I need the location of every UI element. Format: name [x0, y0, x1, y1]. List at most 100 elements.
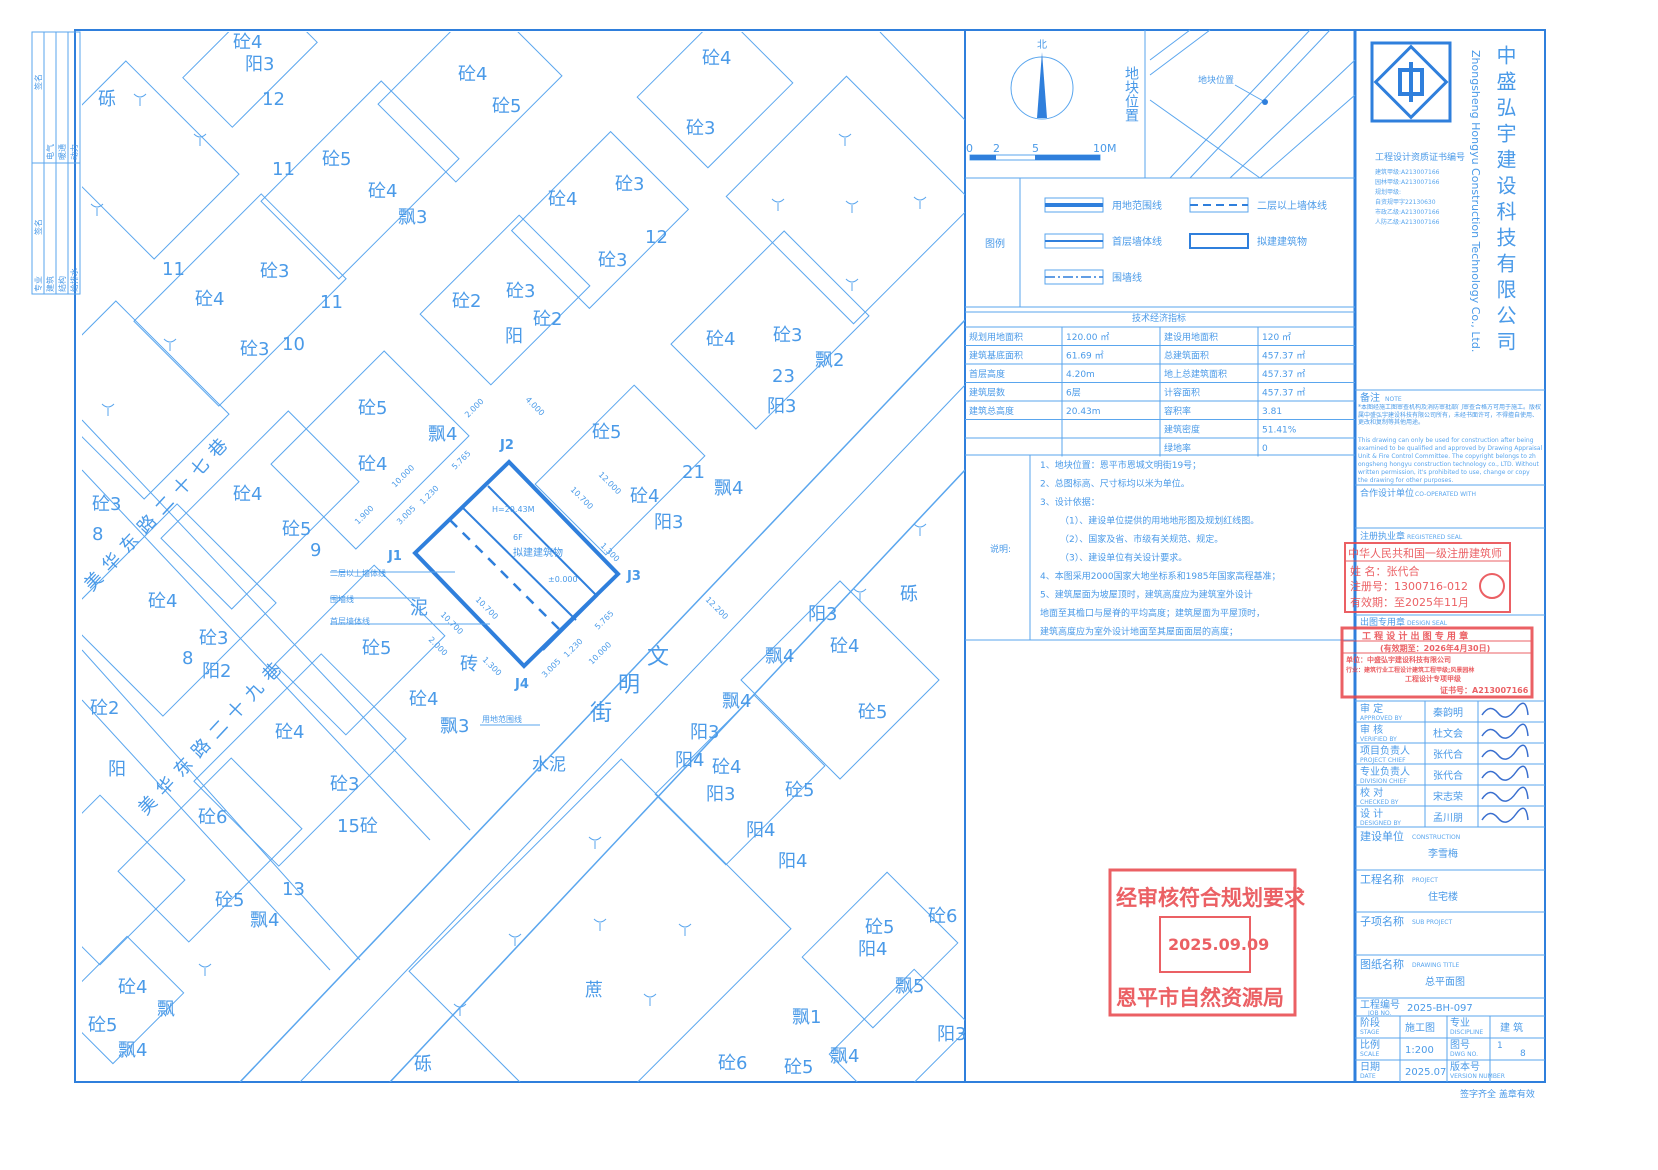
building-height: H=20.43M	[492, 505, 535, 514]
text-label: 建筑	[45, 276, 55, 292]
map-feature-label: 砼4	[148, 591, 177, 612]
map-feature-label: 砼5	[88, 1015, 117, 1036]
signature-icon	[1481, 744, 1529, 760]
existing-building-outline	[82, 60, 240, 260]
map-feature-label: 阳3	[654, 512, 683, 533]
text-label: 拟建建筑物	[1257, 235, 1307, 248]
note-line: 建筑高度应为室外设计地面至其屋面面层的高度；	[1040, 626, 1238, 638]
tree-icon	[913, 523, 927, 536]
signature-icon	[1481, 723, 1529, 739]
map-feature-label: 11	[162, 259, 185, 280]
drawing-value: 总平面图	[1425, 975, 1465, 988]
signature-icon	[1481, 807, 1529, 823]
tech-value: 457.37 ㎡	[1262, 388, 1305, 399]
dimension-label: 2.000	[463, 397, 486, 420]
map-feature-label: 飘4	[765, 646, 794, 667]
map-feature-label: 砼4	[233, 32, 262, 53]
tech-label: 规划用地面积	[969, 331, 1023, 343]
dimension-label: 1.900	[353, 504, 376, 527]
tree-icon	[853, 588, 867, 601]
text-label: 签名	[33, 74, 43, 90]
map-feature-label: 阳3	[245, 54, 274, 75]
approval-stamp: 经审核符合规划要求 2025.09.09 恩平市自然资源局	[1108, 868, 1305, 1017]
ver-label-en: VERSION NUMBER	[1450, 1073, 1505, 1080]
tech-value: 51.41%	[1262, 426, 1297, 436]
map-feature-label: 砼3	[615, 174, 644, 195]
tree-icon	[588, 836, 602, 849]
disc-label: 专业	[1450, 1016, 1470, 1029]
tech-value: 3.81	[1262, 407, 1282, 417]
text-label: 明	[618, 673, 640, 698]
design-seal: 工 程 设 计 出 图 专 用 章 (有效期至：2026年4月30日) 单位：中…	[1340, 626, 1534, 699]
text-label: 签名	[33, 219, 43, 235]
tree-icon	[845, 200, 859, 213]
map-feature-label: 砼5	[282, 519, 311, 540]
map-feature-label: 12	[262, 89, 285, 110]
legend-callout-site-boundary: 用地范围线	[482, 714, 522, 724]
map-feature-label: 砼4	[409, 689, 438, 710]
signoff-name: 张代合	[1433, 769, 1463, 782]
drawing-label-en: DRAWING TITLE	[1412, 962, 1460, 969]
map-feature-label: 砼5	[858, 702, 887, 723]
map-feature-label: 8	[92, 524, 103, 545]
signature-icon	[1481, 765, 1529, 781]
tech-label: 总建筑面积	[1164, 350, 1209, 362]
map-feature-label: 阳3	[808, 604, 837, 625]
tree-icon	[133, 93, 147, 106]
map-feature-label: 飘	[157, 999, 175, 1020]
signoff-name: 杜文会	[1433, 727, 1463, 740]
map-feature-label: 飘4	[830, 1046, 859, 1067]
sub-label-en: SUB PROJECT	[1412, 919, 1452, 926]
cert-number: 建筑甲级:A213007166	[1375, 168, 1440, 176]
tech-label: 建设用地面积	[1164, 331, 1218, 343]
text-label: 经审核符合规划要求	[1116, 886, 1305, 910]
map-feature-label: 飘4	[722, 691, 751, 712]
existing-building-outline	[510, 130, 690, 310]
text-label: 地块位置	[1198, 74, 1234, 86]
legend-callout-fence: 围墙线	[330, 594, 354, 604]
existing-building-outline	[377, 32, 563, 183]
cert-number: 园林甲级:A213007166	[1375, 178, 1440, 186]
design-notes: 说明: 1、地块位置：恩平市恩城文明街19号；2、总图标高、尺寸标均以米为单位。…	[965, 454, 1355, 641]
tech-value: 0	[1262, 444, 1268, 454]
text-label: 出图专用章	[1360, 616, 1405, 628]
map-feature-label: 砼2	[452, 291, 481, 312]
map-feature-label: 砼4	[233, 484, 262, 505]
dimension-label: 12.200	[704, 595, 730, 621]
text-label: 姓 名：张代合	[1350, 564, 1420, 578]
tree-icon	[838, 133, 852, 146]
cert-number: 市政乙级:A213007166	[1375, 208, 1440, 216]
note-line: 5、建筑屋面为坡屋顶时，建筑高度应为建筑室外设计	[1040, 589, 1253, 601]
text-label: 说明:	[990, 543, 1011, 555]
text-label: 0	[966, 142, 973, 155]
dimension-label: 12.000	[597, 470, 623, 496]
disc-label-en: DISCIPLINE	[1450, 1029, 1483, 1036]
client-label: 建设单位	[1360, 829, 1404, 843]
company-logo	[1370, 41, 1452, 123]
map-feature-label: 砼4	[368, 181, 397, 202]
text-label: J3	[626, 569, 641, 584]
text-label: 用地范围线	[1112, 199, 1162, 212]
tech-label: 绿地率	[1164, 442, 1191, 454]
sheet-border	[74, 29, 1546, 1083]
map-feature-label: 砼4	[830, 636, 859, 657]
map-feature-label: 砼4	[702, 48, 731, 69]
map-feature-label: 砼5	[492, 96, 521, 117]
tree-icon	[845, 278, 859, 291]
project-value: 住宅楼	[1428, 890, 1458, 903]
note-text-en: examined to be qualified and approved by…	[1358, 445, 1543, 452]
text-label: 专业	[33, 276, 43, 292]
text-label: 文	[647, 645, 669, 670]
text-label: (有效期至：2026年4月30日)	[1380, 643, 1490, 653]
tech-label: 计容面积	[1164, 387, 1200, 399]
signoff-name: 宋志荣	[1433, 790, 1463, 803]
text-label: CO-OPERATED WITH	[1415, 491, 1476, 498]
tree-icon	[678, 923, 692, 936]
proposed-building[interactable]: H=20.43M 6F 拟建建筑物 ±0.000 J1 J2 J3 J4 二层以…	[330, 438, 641, 726]
drawing-label: 图纸名称	[1360, 957, 1404, 971]
map-feature-label: 砼2	[90, 698, 119, 719]
note-line: （2）、国家及省、市级有关规范、规定。	[1060, 533, 1223, 545]
existing-building-outline	[82, 794, 186, 966]
map-feature-label: 阳2	[202, 661, 231, 682]
existing-building-outline	[270, 350, 470, 550]
